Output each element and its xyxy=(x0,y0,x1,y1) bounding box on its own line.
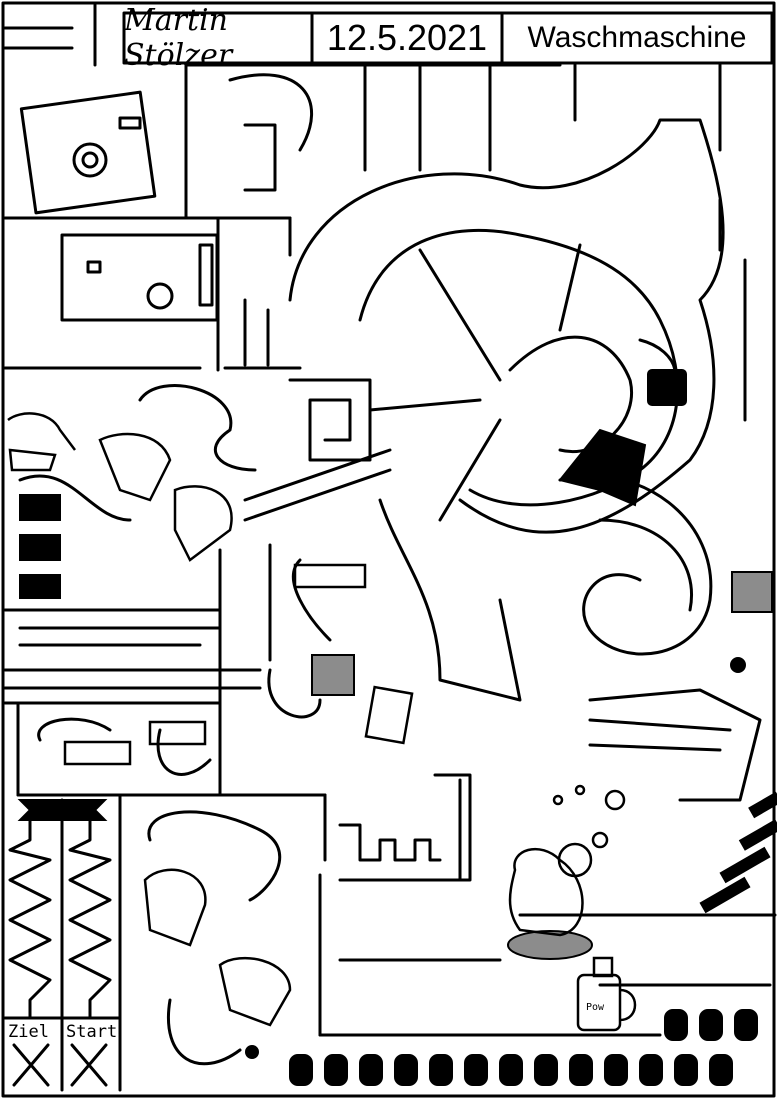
author-name: Martin Stölzer xyxy=(124,3,233,73)
spiral xyxy=(558,474,713,656)
washing-machine-2 xyxy=(60,233,219,322)
page-title: Waschmaschine xyxy=(527,21,747,54)
dumbbell-stack xyxy=(19,494,61,599)
powder-label: Pow xyxy=(586,1002,605,1013)
drum-inner xyxy=(358,228,679,507)
date-text: 12.5.2021 xyxy=(326,17,488,58)
washing-machine-1 xyxy=(19,90,157,215)
start-label: Start xyxy=(66,1022,118,1042)
goal-label: Ziel xyxy=(8,1022,49,1042)
header-frame xyxy=(122,11,774,65)
drum-outer xyxy=(288,118,725,534)
